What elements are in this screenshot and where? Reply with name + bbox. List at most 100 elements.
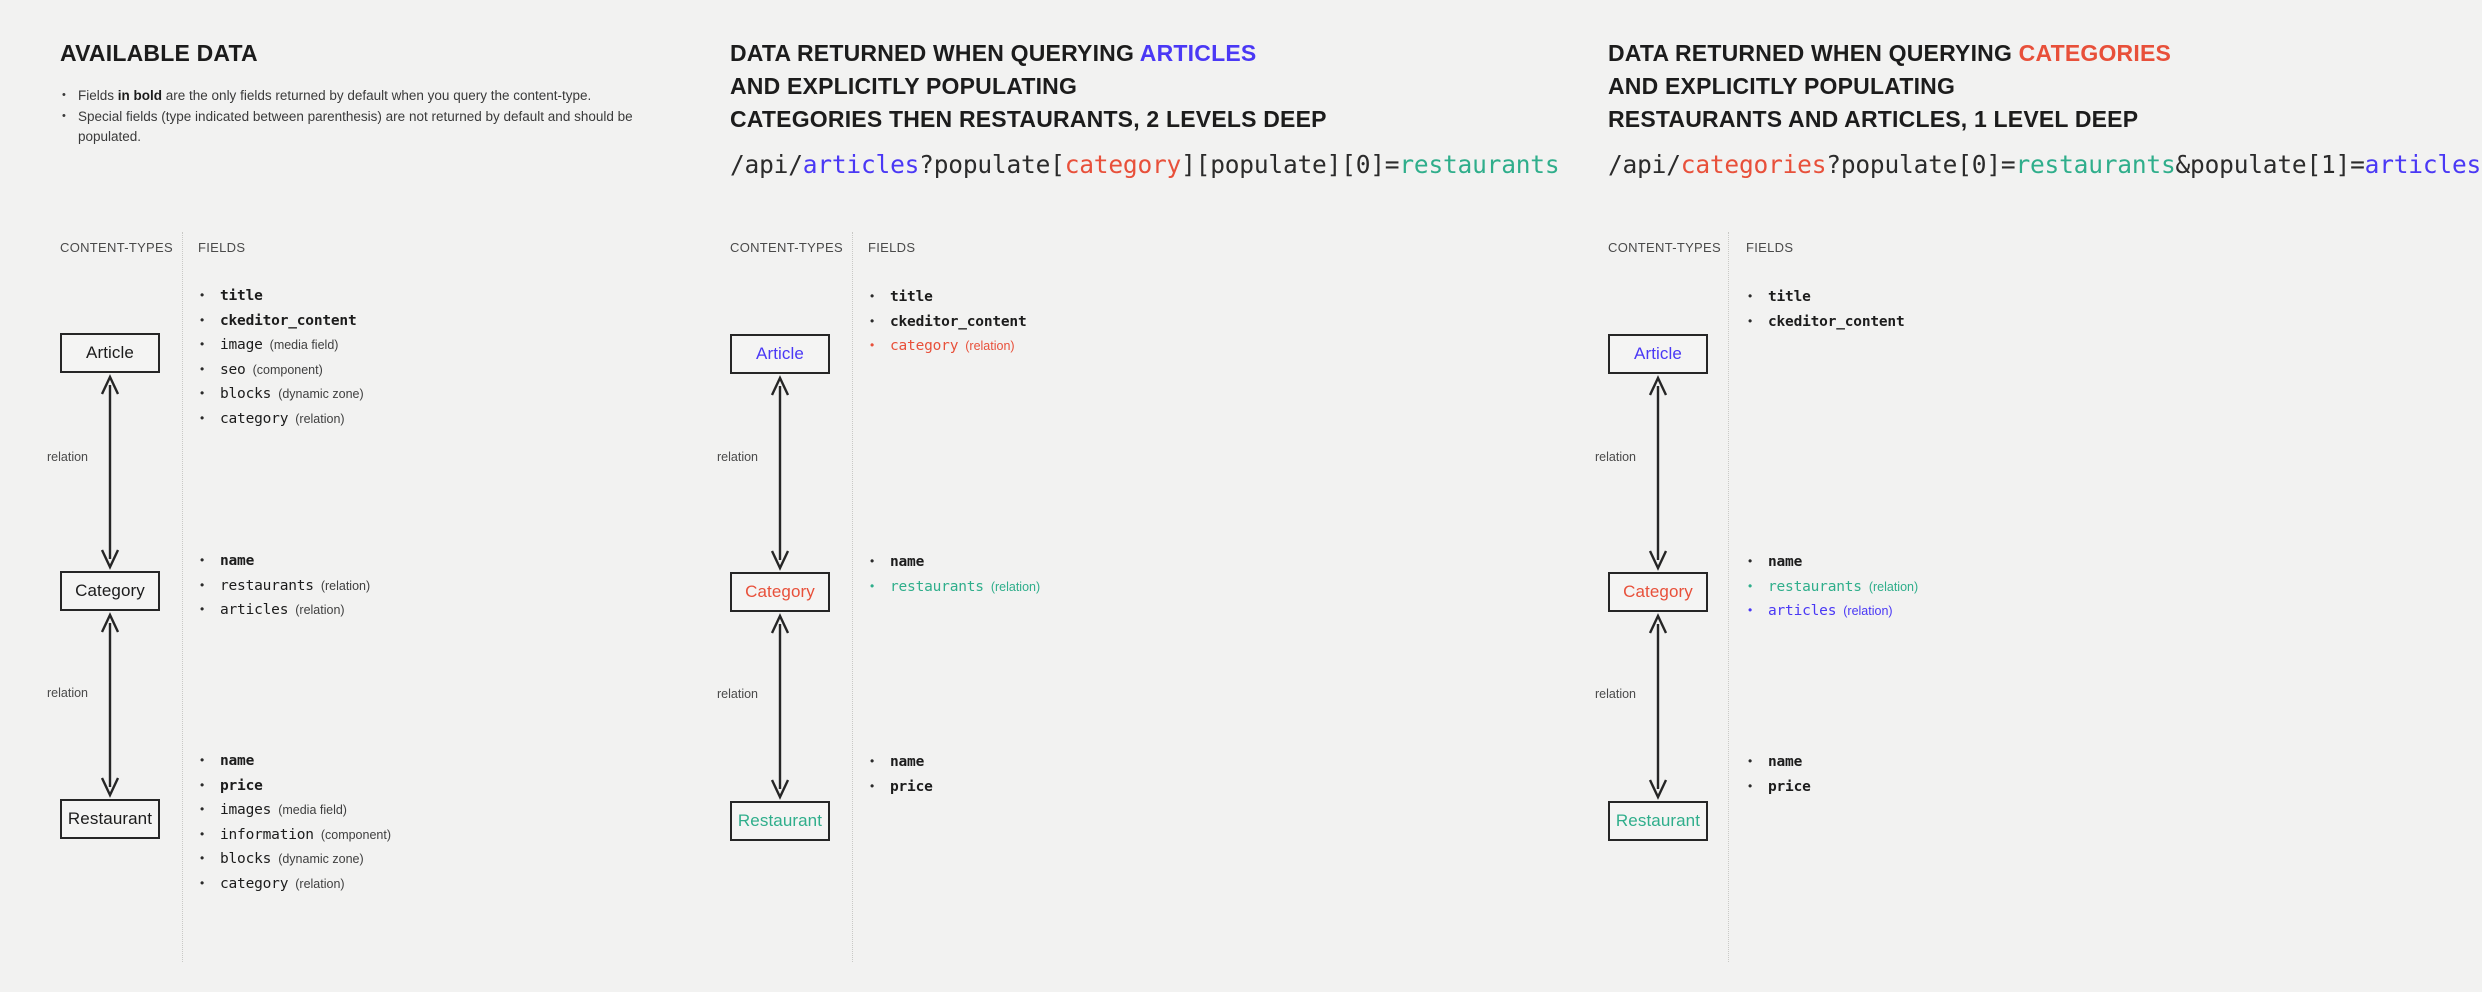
entity-box-restaurant[interactable]: Restaurant	[60, 799, 160, 839]
entity-box-category[interactable]: Category	[730, 572, 830, 612]
sublabel-content-types: CONTENT-TYPES	[60, 240, 173, 255]
field-row: blocks(dynamic zone)	[198, 384, 364, 403]
entity-box-article[interactable]: Article	[1608, 334, 1708, 374]
entity-box-article[interactable]: Article	[730, 334, 830, 374]
field-name: title	[1768, 289, 1811, 305]
url-part: ][populate][0]=	[1181, 150, 1400, 179]
field-row: ckeditor_content	[1746, 312, 1905, 331]
field-name: seo	[220, 361, 246, 378]
field-name: articles	[220, 602, 289, 618]
legend-note: Fields in bold are the only fields retur…	[60, 85, 680, 148]
field-type: (relation)	[965, 339, 1015, 353]
field-name: images	[220, 802, 272, 818]
field-group-category: name restaurants (relation) articles (rela…	[198, 551, 371, 626]
sublabel-fields: FIELDS	[1746, 240, 1794, 255]
page-title: AVAILABLE DATA	[60, 37, 258, 70]
field-row: category(relation)	[868, 336, 1026, 355]
double-arrow-icon	[770, 613, 790, 800]
field-group-category: name restaurants(relation)	[868, 552, 1041, 602]
relation-connector-article-category	[1641, 374, 1675, 572]
field-type: (dynamic zone)	[278, 387, 364, 401]
field-row: restaurants(relation)	[868, 577, 1041, 596]
field-name: title	[890, 289, 933, 305]
double-arrow-icon	[1648, 375, 1668, 571]
field-row: name	[198, 551, 370, 570]
url-part-restaurants: restaurants	[1399, 150, 1560, 179]
field-row: name	[1746, 752, 1811, 771]
api-url-articles[interactable]: /api/articles?populate[category][populat…	[730, 150, 1560, 180]
field-row: ckeditor_content	[198, 311, 364, 330]
relation-connector-article-category	[763, 374, 797, 572]
double-arrow-icon	[770, 375, 790, 571]
field-type: (relation)	[1843, 604, 1893, 618]
relation-connector-article-category	[93, 373, 127, 571]
entity-box-label: Restaurant	[67, 809, 153, 828]
column-divider	[852, 232, 853, 962]
heading-accent-articles: ARTICLES	[1139, 40, 1257, 66]
field-name: title	[220, 288, 263, 304]
heading-line2: AND EXPLICITLY POPULATING	[1608, 73, 1956, 99]
relation-label: relation	[1595, 450, 1636, 464]
url-part: /api/	[730, 150, 803, 179]
column-query-articles: DATA RETURNED WHEN QUERYING ARTICLES AND…	[717, 0, 1578, 992]
field-name: name	[890, 754, 925, 770]
url-part: /api/	[1608, 150, 1681, 179]
field-type: (relation)	[1868, 579, 1919, 594]
legend-note-prefix: Special fields (type indicated between p…	[78, 109, 545, 124]
field-name: category	[220, 875, 289, 892]
field-type: (relation)	[320, 578, 371, 593]
entity-box-label: Article	[1634, 344, 1682, 363]
field-type: (relation)	[990, 579, 1041, 594]
field-name: name	[1768, 754, 1803, 770]
field-type: (media field)	[269, 338, 339, 352]
heading-line1-prefix: DATA RETURNED WHEN QUERYING	[1608, 40, 2019, 66]
sublabel-fields: FIELDS	[868, 240, 916, 255]
entity-box-label: Article	[86, 343, 134, 362]
field-row: image (media field)	[198, 335, 364, 354]
heading-accent-categories: CATEGORIES	[2018, 40, 2172, 66]
field-type: (component)	[320, 827, 392, 842]
entity-box-label: Category	[75, 581, 145, 600]
relation-label: relation	[47, 450, 88, 464]
legend-note-bold: in bold	[117, 88, 163, 103]
api-url-categories[interactable]: /api/categories?populate[0]=restaurants&…	[1608, 150, 2481, 180]
legend-note-item: Fields in bold are the only fields retur…	[60, 85, 680, 106]
relation-label: relation	[717, 687, 758, 701]
heading-line1-prefix: DATA RETURNED WHEN QUERYING	[730, 40, 1140, 66]
relation-connector-category-restaurant	[1641, 612, 1675, 801]
relation-connector-category-restaurant	[93, 611, 127, 799]
field-row: blocks(dynamic zone)	[198, 849, 391, 868]
url-part-restaurants: restaurants	[2015, 150, 2176, 179]
field-row: title	[1746, 287, 1904, 306]
url-part-articles: articles	[2364, 150, 2482, 179]
url-part: ?populate[0]=	[1826, 150, 2016, 179]
url-part: &populate[1]=	[2175, 150, 2365, 179]
relation-label: relation	[717, 450, 758, 464]
field-row: price	[1746, 777, 1811, 796]
field-group-article: title ckeditor_content image (media field…	[198, 286, 364, 434]
field-row: price	[198, 776, 391, 795]
field-row: ckeditor_content	[868, 312, 1027, 331]
field-row: restaurants (relation)	[198, 576, 371, 595]
entity-box-article[interactable]: Article	[60, 333, 160, 373]
column-divider	[1728, 232, 1729, 962]
field-name: category	[220, 410, 289, 427]
entity-box-restaurant[interactable]: Restaurant	[1608, 801, 1708, 841]
field-name: articles	[1768, 603, 1837, 619]
entity-box-restaurant[interactable]: Restaurant	[730, 801, 830, 841]
field-row: articles (relation)	[1746, 601, 1918, 620]
field-row: title	[198, 286, 364, 305]
field-group-category: name restaurants(relation) articles(rela…	[1746, 552, 1919, 627]
field-row: name	[198, 751, 391, 770]
heading-line3: RESTAURANTS AND ARTICLES, 1 LEVEL DEEP	[1608, 106, 2139, 132]
field-type: (dynamic zone)	[278, 852, 364, 866]
field-name: name	[1768, 554, 1803, 570]
entity-box-category[interactable]: Category	[1608, 572, 1708, 612]
entity-box-category[interactable]: Category	[60, 571, 160, 611]
field-row: name	[868, 552, 1040, 571]
field-row: price	[868, 777, 933, 796]
field-name: restaurants	[220, 577, 314, 594]
field-name: image	[220, 337, 263, 353]
field-type: (component)	[252, 362, 323, 377]
